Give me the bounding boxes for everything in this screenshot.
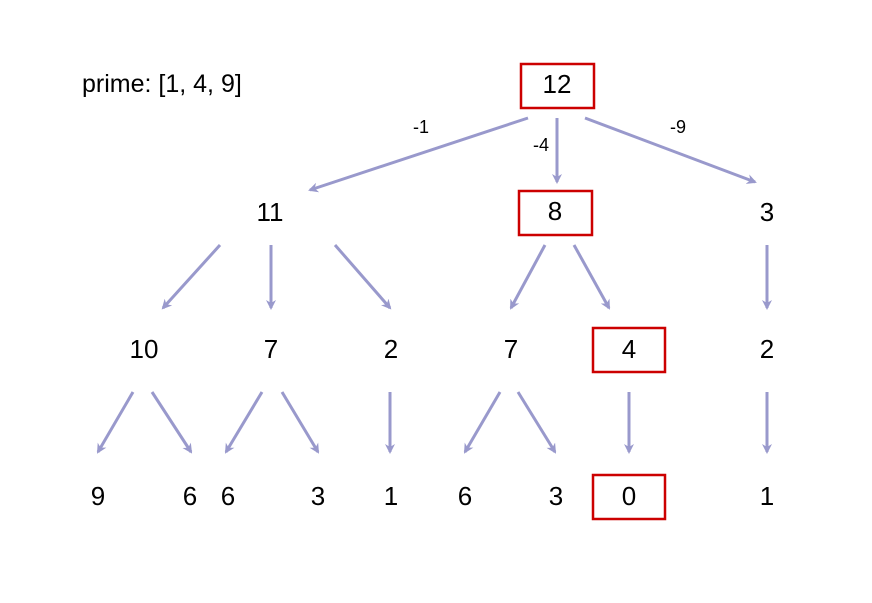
tree-node-n6c: 6: [458, 481, 472, 511]
node-label-n11: 11: [257, 197, 284, 227]
edge-arrow-n8-n4: [572, 244, 611, 310]
highlight-box-n0: [591, 473, 667, 521]
node-label-n3b: 3: [311, 481, 325, 511]
tree-node-n1a: 1: [384, 481, 398, 511]
node-label-n1b: 1: [760, 481, 774, 511]
tree-node-n0: 0: [591, 473, 667, 521]
edge-arrow-n7b-n3c: [516, 391, 557, 454]
node-label-n4: 4: [622, 334, 636, 364]
prime-caption: prime: [1, 4, 9]: [82, 70, 242, 98]
node-label-n1a: 1: [384, 481, 398, 511]
tree-node-n3b: 3: [311, 481, 325, 511]
tree-node-n1b: 1: [760, 481, 774, 511]
edge-label-n12-n8: -4: [533, 135, 549, 155]
edge-arrow-n10-n9: [96, 391, 135, 454]
edge-label-n12-n3: -9: [670, 117, 686, 137]
node-label-n6c: 6: [458, 481, 472, 511]
node-label-n2b: 2: [760, 334, 774, 364]
highlight-box-n8: [517, 189, 594, 237]
edge-arrow-n11-n2a: [333, 244, 392, 310]
tree-node-n2a: 2: [384, 334, 398, 364]
tree-node-n7b: 7: [504, 334, 518, 364]
node-label-n3c: 3: [549, 481, 563, 511]
edge-arrow-n8-n7b: [509, 244, 547, 310]
tree-node-n7a: 7: [264, 334, 278, 364]
edge-arrow-n7a-n3b: [280, 391, 320, 454]
node-label-n8: 8: [548, 196, 562, 226]
tree-node-n4: 4: [591, 326, 667, 374]
node-label-n12: 12: [543, 69, 572, 99]
edge-label-n12-n11: -1: [413, 117, 429, 137]
node-label-n7a: 7: [264, 334, 278, 364]
tree-node-n6a: 6: [183, 481, 197, 511]
node-label-n7b: 7: [504, 334, 518, 364]
edge-arrow-n11-n10: [161, 243, 222, 310]
node-label-n0: 0: [622, 481, 636, 511]
highlight-box-n4: [591, 326, 667, 374]
tree-node-n6b: 6: [221, 481, 235, 511]
edge-arrow-n7a-n6b: [224, 391, 264, 454]
tree-node-n9: 9: [91, 481, 105, 511]
edge-arrow-n7b-n6c: [463, 391, 502, 454]
tree-node-n2b: 2: [760, 334, 774, 364]
highlight-box-n12: [519, 62, 596, 110]
tree-node-n3: 3: [760, 197, 774, 227]
node-label-n10: 10: [130, 334, 159, 364]
tree-node-n10: 10: [130, 334, 159, 364]
node-label-n6a: 6: [183, 481, 197, 511]
tree-node-n12: 12: [519, 62, 596, 110]
edge-arrow-n12-n11: [308, 116, 529, 193]
tree-node-n3c: 3: [549, 481, 563, 511]
node-label-n3: 3: [760, 197, 774, 227]
node-label-n6b: 6: [221, 481, 235, 511]
edge-arrow-n12-n3: [584, 116, 757, 184]
tree-node-n11: 11: [257, 197, 284, 227]
edge-arrow-n10-n6a: [150, 391, 193, 454]
tree-node-n8: 8: [517, 189, 594, 237]
node-label-n2a: 2: [384, 334, 398, 364]
node-label-n9: 9: [91, 481, 105, 511]
